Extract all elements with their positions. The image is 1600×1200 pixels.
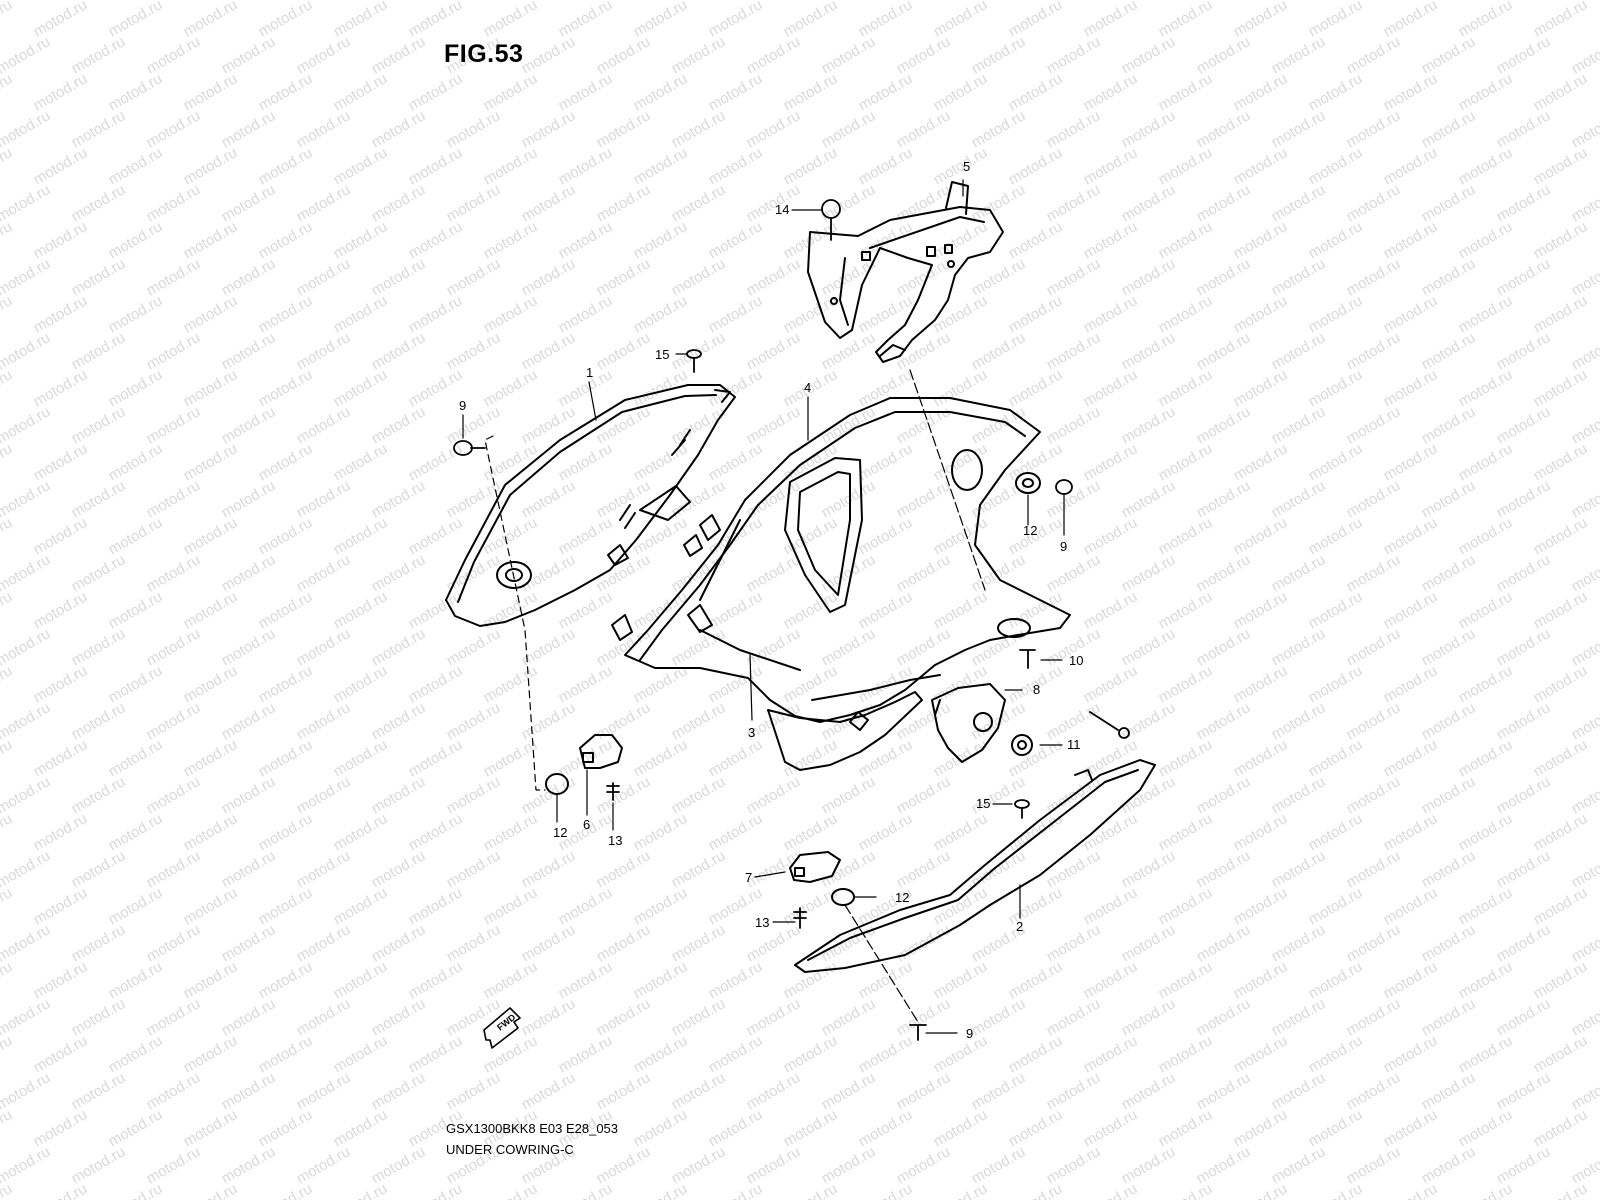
diagram-name: UNDER COWRING-C	[446, 1142, 574, 1157]
callout-c12c: 12	[895, 890, 909, 905]
part-1-panel	[445, 384, 736, 627]
callout-c6: 6	[583, 817, 590, 832]
callout-c9b: 9	[1060, 539, 1067, 554]
callout-c13b: 13	[755, 915, 769, 930]
callout-c12a: 12	[1023, 523, 1037, 538]
part-8-bracket	[931, 683, 1006, 763]
callout-c2: 2	[1016, 919, 1023, 934]
callout-c3: 3	[748, 725, 755, 740]
part-5-bracket	[807, 181, 1004, 363]
part-6-clip	[579, 734, 623, 769]
leader-lines	[462, 179, 1065, 1034]
diagram-code: GSX1300BKK8 E03 E28_053	[446, 1121, 619, 1136]
callout-c8: 8	[1033, 682, 1040, 697]
callout-c1: 1	[586, 365, 593, 380]
figure-title: FIG.53	[444, 40, 524, 68]
part-2-panel	[794, 759, 1156, 973]
callout-c15b: 15	[976, 796, 990, 811]
callout-c15a: 15	[655, 347, 669, 362]
callout-c14: 14	[775, 202, 789, 217]
callout-c4: 4	[804, 380, 811, 395]
fasteners	[453, 199, 1130, 1041]
callout-c10: 10	[1069, 653, 1083, 668]
callout-c11: 11	[1067, 737, 1081, 752]
callout-c9a: 9	[459, 398, 466, 413]
callout-c7: 7	[745, 870, 752, 885]
part-4-tabs	[611, 514, 721, 641]
part-4-cowl	[624, 397, 1071, 723]
callout-c5: 5	[963, 159, 970, 174]
part-7-clip	[789, 851, 841, 883]
part-3-panel	[767, 691, 923, 771]
callout-c9c: 9	[966, 1026, 973, 1041]
part-11-grommet	[1011, 734, 1033, 756]
callout-c12b: 12	[553, 825, 567, 840]
callout-c13a: 13	[608, 833, 622, 848]
fwd-label: FWD	[495, 1012, 518, 1033]
